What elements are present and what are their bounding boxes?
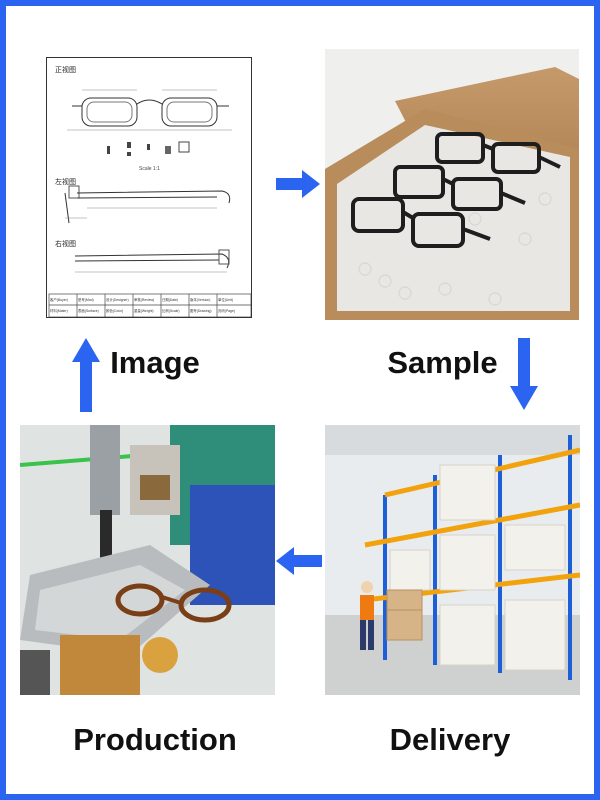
- sample-box-photo: [325, 49, 579, 320]
- table-cell: 图号(Drawing): [190, 308, 211, 313]
- table-cell: 材料(Mater): [50, 308, 68, 313]
- table-cell: 审核(Review): [134, 297, 154, 302]
- table-cell: 页码(Page): [218, 308, 235, 313]
- table-cell: 单位(Unit): [218, 297, 233, 302]
- table-cell: 表面(Surface): [78, 308, 99, 313]
- table-cell: 比例(Scale): [162, 308, 180, 313]
- drawing-view-left: 左视图: [55, 177, 76, 186]
- table-cell: 日期(Date): [162, 297, 178, 302]
- arrow-up-icon: [72, 338, 100, 412]
- step-label-sample: Sample: [387, 345, 498, 380]
- arrow-left-icon: [276, 547, 322, 575]
- step-label-production: Production: [73, 722, 237, 757]
- drawing-view-right: 右视图: [55, 239, 76, 248]
- drawing-scale-note: Scale 1:1: [139, 166, 160, 172]
- arrow-down-icon: [510, 338, 538, 410]
- step-label-delivery: Delivery: [389, 722, 511, 757]
- drawing-view-front: 正视图: [55, 65, 76, 74]
- table-cell: 型号(Mod): [78, 297, 94, 302]
- delivery-warehouse-photo: [325, 425, 580, 695]
- technical-drawing-image: 正视图 Scale 1:1 左视图: [46, 57, 252, 318]
- table-cell: 重量(Weight): [134, 308, 154, 313]
- arrow-right-icon: [276, 170, 320, 198]
- production-machine-photo: [20, 425, 275, 695]
- step-label-image: Image: [110, 345, 200, 380]
- table-cell: 客户(Buyer): [50, 297, 68, 302]
- table-cell: 颜色(Color): [106, 308, 123, 313]
- table-cell: 版本(Version): [190, 297, 210, 302]
- table-cell: 设计(Designer): [106, 297, 129, 302]
